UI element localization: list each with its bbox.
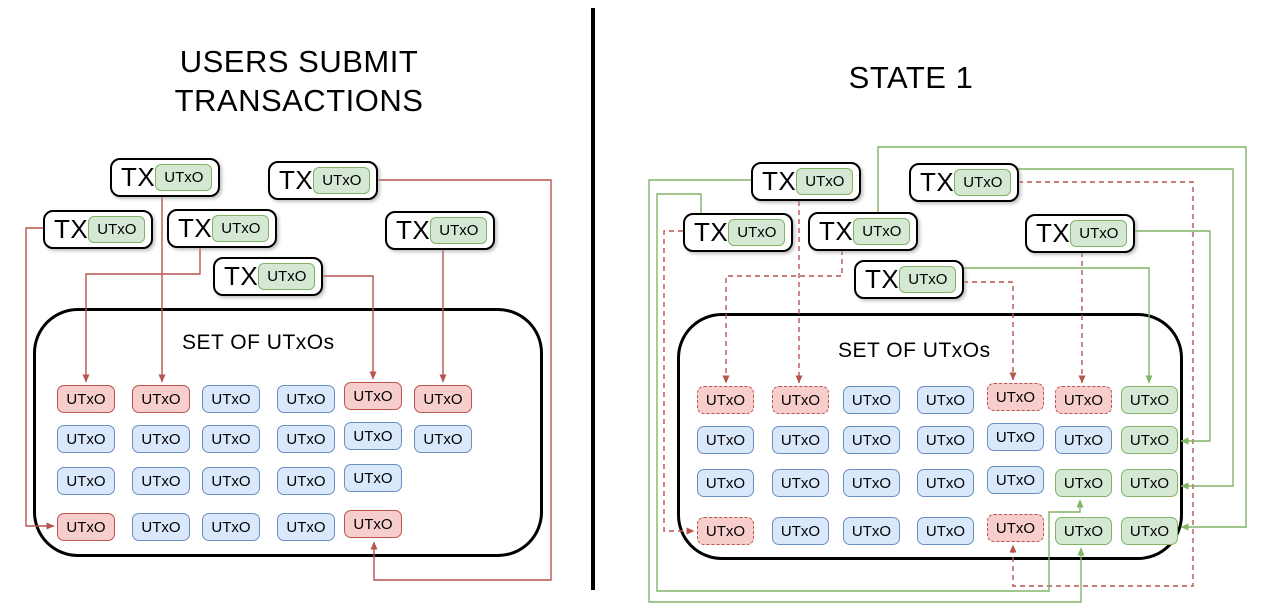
left-set-label: SET OF UTxOs: [182, 331, 335, 354]
left-utxo-r1c6: UTxO: [414, 385, 472, 413]
tx-label: TX: [121, 162, 156, 192]
panel-divider: [591, 8, 595, 590]
right-utxo-r4c7: UTxO: [1121, 517, 1178, 545]
right-utxo-r4c1: UTxO: [697, 517, 754, 545]
tx-output-utxo-pill: UTxO: [728, 219, 786, 246]
right-utxo-r1c7: UTxO: [1121, 386, 1178, 414]
tx-label: TX: [178, 213, 213, 243]
left-utxo-r3c3: UTxO: [202, 467, 260, 495]
left-utxo-r2c1: UTxO: [57, 425, 115, 453]
left-utxo-r2c2: UTxO: [132, 425, 190, 453]
tx-label: TX: [819, 216, 854, 246]
left-utxo-r1c4: UTxO: [277, 385, 335, 413]
tx-label: TX: [865, 264, 900, 294]
right-utxo-r3c2: UTxO: [772, 469, 829, 497]
right-utxo-r2c3: UTxO: [843, 426, 900, 454]
right-utxo-r4c6: UTxO: [1055, 517, 1112, 545]
left-utxo-r1c3: UTxO: [202, 385, 260, 413]
left-panel-title-line1: USERS SUBMIT: [179, 44, 419, 79]
left-utxo-r4c3: UTxO: [202, 513, 260, 541]
left-utxo-r1c2: UTxO: [132, 385, 190, 413]
tx-output-utxo-pill: UTxO: [853, 218, 911, 245]
right-set-label: SET OF UTxOs: [838, 339, 991, 362]
right-utxo-r1c6: UTxO: [1055, 386, 1112, 414]
right-utxo-r2c2: UTxO: [772, 426, 829, 454]
tx-label: TX: [224, 261, 259, 291]
left-utxo-r3c5: UTxO: [344, 464, 402, 492]
tx-output-utxo-pill: UTxO: [430, 217, 488, 244]
right-utxo-r4c4: UTxO: [917, 517, 974, 545]
right-utxo-r2c1: UTxO: [697, 426, 754, 454]
tx-label: TX: [54, 214, 89, 244]
tx-output-utxo-pill: UTxO: [258, 263, 316, 290]
tx-output-utxo-pill: UTxO: [954, 169, 1012, 196]
right-utxo-r4c5: UTxO: [987, 514, 1044, 542]
right-utxo-r3c6: UTxO: [1055, 469, 1112, 497]
left-utxo-r4c5: UTxO: [344, 510, 402, 538]
right-utxo-r2c4: UTxO: [917, 426, 974, 454]
left-utxo-r2c5: UTxO: [344, 422, 402, 450]
left-utxo-r1c1: UTxO: [57, 385, 115, 413]
right-utxo-r3c4: UTxO: [917, 469, 974, 497]
left-utxo-r3c2: UTxO: [132, 467, 190, 495]
tx-output-utxo-pill: UTxO: [88, 216, 146, 243]
right-utxo-r2c5: UTxO: [987, 423, 1044, 451]
left-utxo-r1c5: UTxO: [344, 382, 402, 410]
tx-output-utxo-pill: UTxO: [313, 167, 371, 194]
right-utxo-r1c4: UTxO: [917, 386, 974, 414]
tx-label: TX: [279, 165, 314, 195]
tx-label: TX: [694, 217, 729, 247]
left-utxo-r4c4: UTxO: [277, 513, 335, 541]
tx-output-utxo-pill: UTxO: [155, 164, 213, 191]
right-panel-title: STATE 1: [848, 60, 974, 95]
right-utxo-r1c3: UTxO: [843, 386, 900, 414]
left-utxo-r3c1: UTxO: [57, 467, 115, 495]
tx-output-utxo-pill: UTxO: [212, 215, 270, 242]
right-utxo-r1c1: UTxO: [697, 386, 754, 414]
left-utxo-r4c1: UTxO: [57, 513, 115, 541]
left-utxo-r2c3: UTxO: [202, 425, 260, 453]
tx-output-utxo-pill: UTxO: [899, 266, 957, 293]
tx-label: TX: [920, 167, 955, 197]
right-utxo-r3c1: UTxO: [697, 469, 754, 497]
right-utxo-r1c5: UTxO: [987, 383, 1044, 411]
right-utxo-r4c2: UTxO: [772, 517, 829, 545]
left-panel-title: USERS SUBMIT TRANSACTIONS: [139, 42, 459, 120]
right-utxo-r3c7: UTxO: [1121, 469, 1178, 497]
right-utxo-r3c3: UTxO: [843, 469, 900, 497]
left-utxo-r4c2: UTxO: [132, 513, 190, 541]
tx-output-utxo-pill: UTxO: [796, 168, 854, 195]
right-utxo-r3c5: UTxO: [987, 466, 1044, 494]
right-utxo-r4c3: UTxO: [843, 517, 900, 545]
right-utxo-r2c6: UTxO: [1055, 426, 1112, 454]
left-utxo-r2c6: UTxO: [414, 425, 472, 453]
left-utxo-r2c4: UTxO: [277, 425, 335, 453]
left-panel-title-line2: TRANSACTIONS: [174, 83, 424, 118]
tx-label: TX: [762, 166, 797, 196]
right-utxo-r2c7: UTxO: [1121, 426, 1178, 454]
right-utxo-r1c2: UTxO: [772, 386, 829, 414]
tx-label: TX: [396, 215, 431, 245]
tx-output-utxo-pill: UTxO: [1070, 220, 1128, 247]
tx-label: TX: [1036, 218, 1071, 248]
left-utxo-r3c4: UTxO: [277, 467, 335, 495]
